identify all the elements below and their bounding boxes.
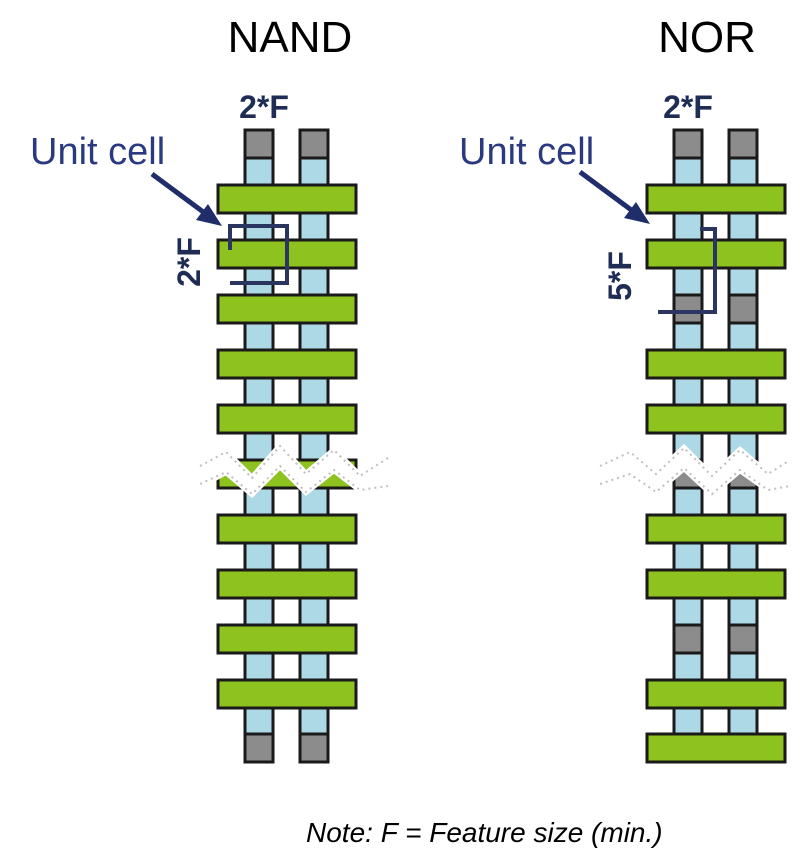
nor-wordline-3: [645, 348, 787, 380]
nand-unit-cell-bracket: [228, 224, 289, 285]
nor-width-label: 2*F: [663, 89, 713, 125]
nand-wordline-4: [216, 348, 358, 380]
nand-title: NAND: [228, 13, 353, 62]
nor-wordline-1: [645, 183, 787, 215]
nor-array: [597, 128, 793, 764]
nor-unit-cell-bracket: [658, 227, 717, 314]
nor-contact-top-1: [672, 128, 704, 160]
nand-unit-cell-label: Unit cell: [30, 131, 165, 173]
nand-wordline-5: [216, 403, 358, 435]
nand-width-label: 2*F: [239, 89, 289, 125]
nand-break-mark: [197, 441, 391, 499]
nand-break-dots-2: [199, 464, 389, 496]
nor-height-label: 5*F: [602, 251, 638, 301]
nor-unit-cell-arrow: [578, 169, 650, 224]
nand-height-label: 2*F: [171, 237, 207, 287]
nand-wordline-7: [216, 513, 358, 545]
feature-size-note: Note: F = Feature size (min.): [306, 817, 663, 848]
nor-contact-top-2: [727, 128, 759, 160]
nand-contact-top-2: [298, 128, 330, 160]
nor-wordline-4: [645, 403, 787, 435]
nand-wordline-3: [216, 293, 358, 325]
nor-title: NOR: [658, 13, 756, 62]
nand-break-dots: [199, 444, 389, 480]
nor-unit-cell-label: Unit cell: [459, 131, 594, 173]
nand-contact-bottom-1: [243, 732, 275, 764]
nor-wordline-7: [645, 678, 787, 710]
nor-break-mark: [597, 443, 793, 499]
nand-wordline-9: [216, 623, 358, 655]
nand-wordline-10: [216, 678, 358, 710]
nor-wordline-5: [645, 513, 787, 545]
nor-contact-low-2: [727, 623, 759, 655]
nand-wordline-8: [216, 568, 358, 600]
nand-contact-bottom-2: [298, 732, 330, 764]
nor-wordline-8: [645, 732, 787, 764]
nand-contact-top-1: [243, 128, 275, 160]
nand-unit-cell-arrow: [150, 171, 222, 226]
nor-break-dots-2: [599, 466, 791, 496]
nand-array: [197, 128, 391, 764]
nor-wordline-6: [645, 568, 787, 600]
nor-contact-mid-2: [727, 293, 759, 325]
nor-contact-low-1: [672, 623, 704, 655]
nor-contact-mid-1: [672, 293, 704, 325]
nand-wordline-1: [216, 183, 358, 215]
